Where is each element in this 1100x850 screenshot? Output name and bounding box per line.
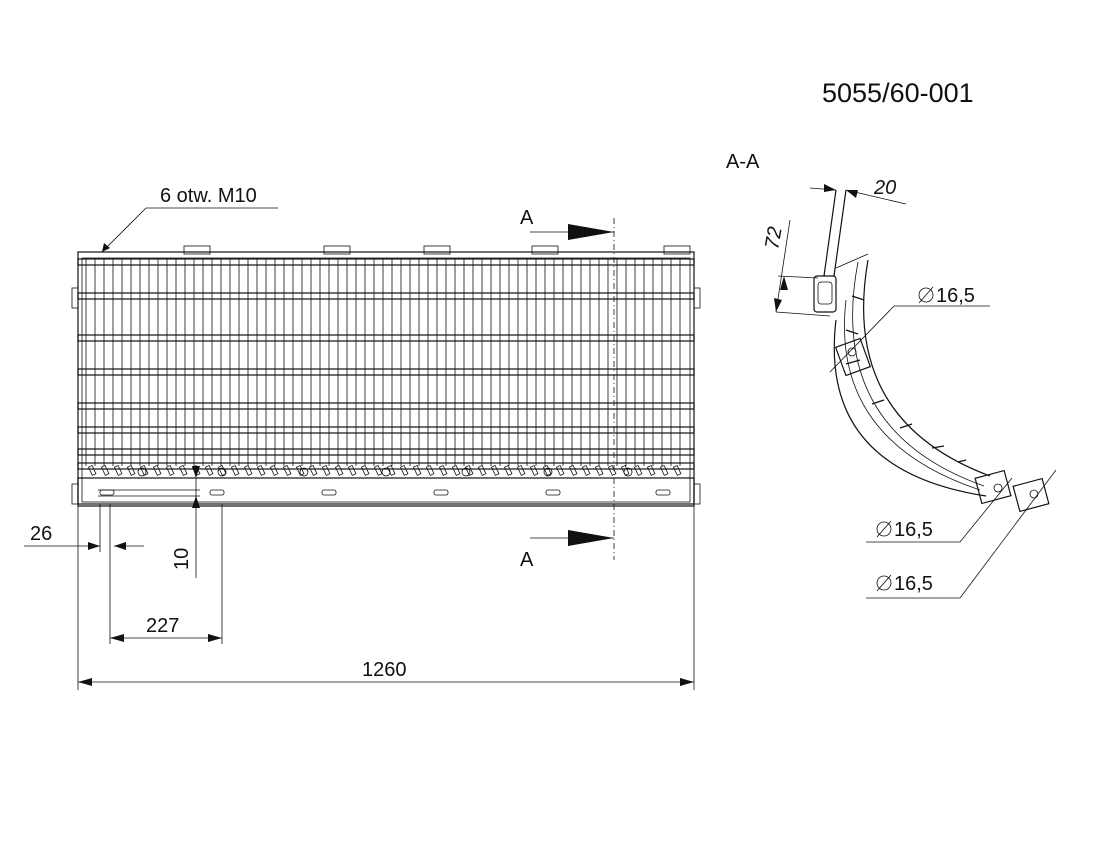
section-title: A-A <box>726 151 760 173</box>
dimension-227 <box>109 504 223 644</box>
concave-slots <box>87 464 682 477</box>
diameter-callout-bottom <box>866 469 1057 599</box>
concave-wires <box>85 258 681 466</box>
diameter-bottom-label: 16,5 <box>894 573 933 595</box>
section-line-a <box>530 218 615 560</box>
diameter-callout-mid <box>866 477 1013 543</box>
dimension-26-label: 26 <box>30 523 52 545</box>
dimension-227-label: 227 <box>146 615 179 637</box>
diameter-top-label: 16,5 <box>936 285 975 307</box>
dimension-26 <box>24 504 144 552</box>
dimension-20-label: 20 <box>873 177 896 199</box>
dimension-10 <box>186 466 206 578</box>
hole-callout <box>101 207 278 253</box>
hole-callout-label: 6 otw. M10 <box>160 185 257 207</box>
dimension-10-label: 10 <box>171 548 193 570</box>
section-marker-top: A <box>520 207 534 229</box>
dimension-72 <box>774 219 831 317</box>
concave-front-view <box>71 245 701 507</box>
drawing-number: 5055/60-001 <box>822 78 974 108</box>
dimension-1260-label: 1260 <box>362 659 407 681</box>
section-view-a-a <box>813 189 1050 513</box>
dimension-72-label: 72 <box>761 225 787 251</box>
dimension-20 <box>809 184 907 205</box>
concave-rails <box>77 258 695 470</box>
dimension-1260 <box>77 506 695 690</box>
diameter-callout-top <box>829 286 990 373</box>
section-marker-bottom: A <box>520 549 534 571</box>
diameter-mid-label: 16,5 <box>894 519 933 541</box>
